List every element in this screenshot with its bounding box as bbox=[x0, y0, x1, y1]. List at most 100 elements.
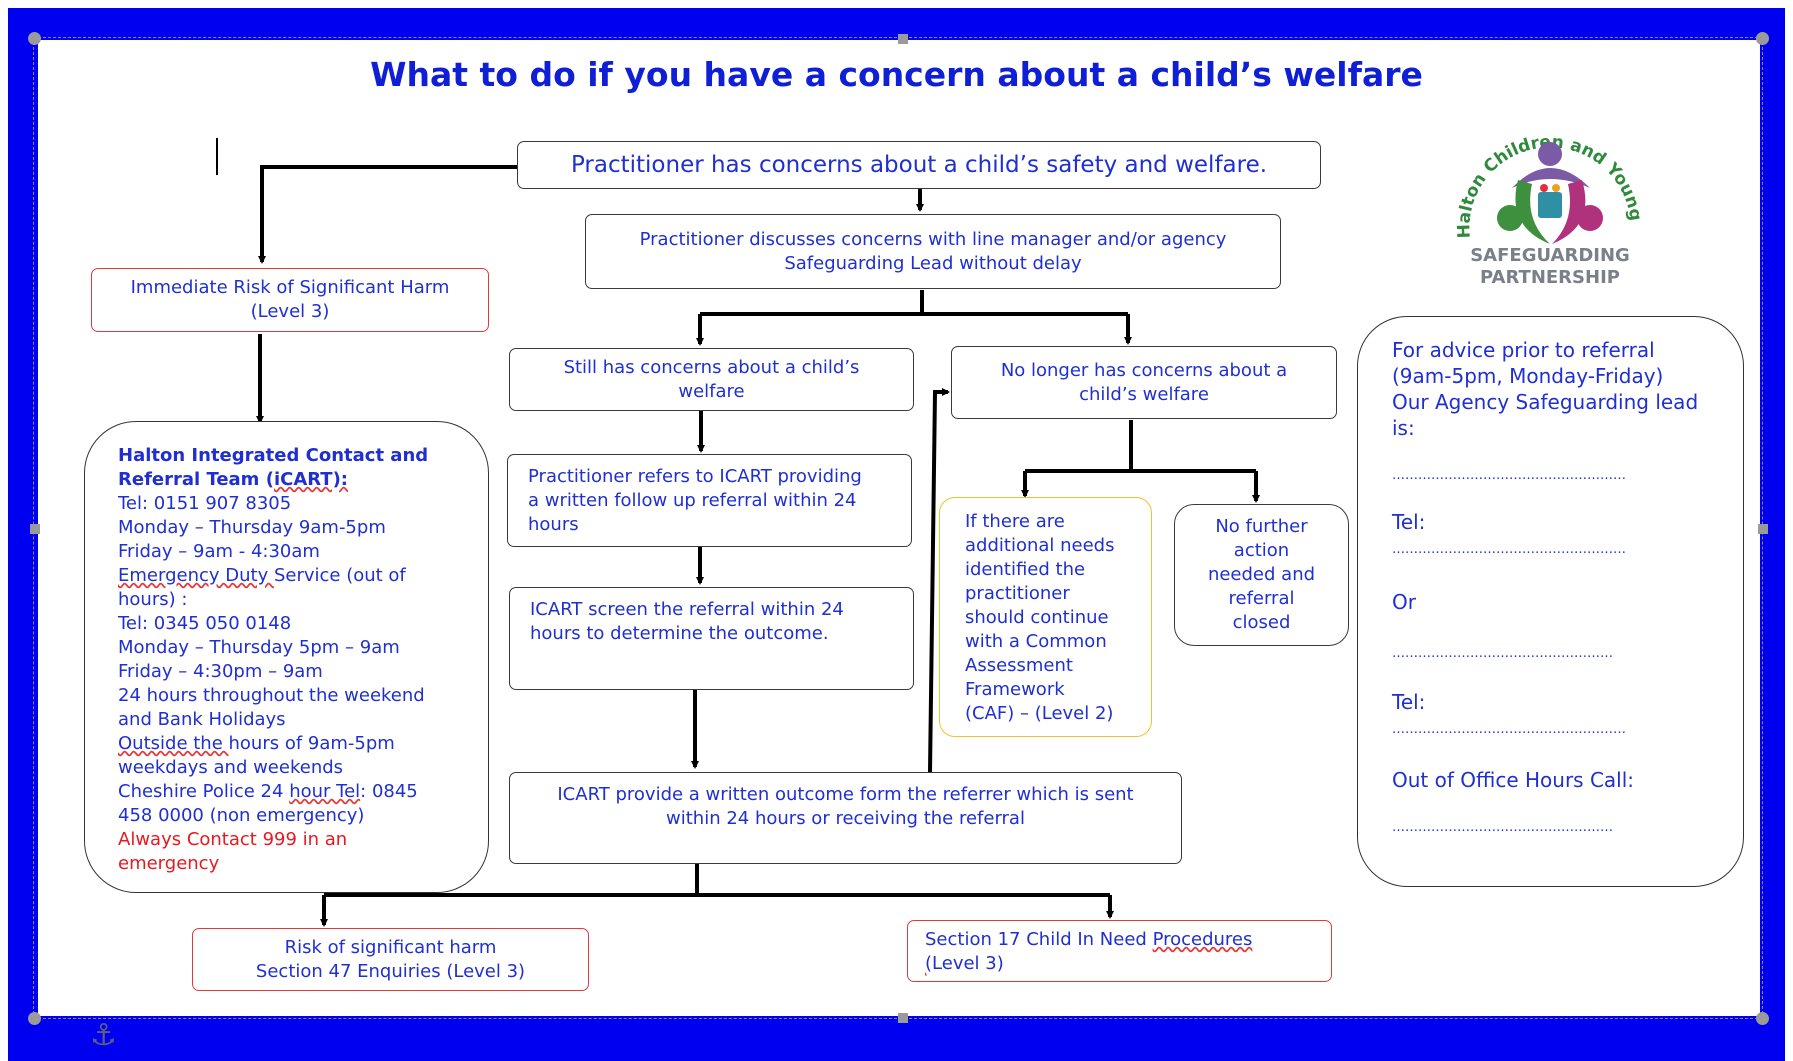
advice-box: For advice prior to referral (9am-5pm, M… bbox=[1357, 316, 1744, 887]
box-text: identified the bbox=[965, 559, 1086, 580]
screen-box: ICART screen the referral within 24 hour… bbox=[509, 587, 914, 690]
icart-line: Tel: 0345 050 0148 bbox=[118, 613, 292, 634]
arrow-to-immediate-risk bbox=[258, 165, 517, 264]
box-text: Safeguarding Lead without delay bbox=[784, 252, 1082, 274]
fill-in-line: ……………………………………………… bbox=[1392, 468, 1626, 483]
box-text: Immediate Risk of Significant Harm bbox=[130, 277, 450, 298]
box-text: referral bbox=[1228, 588, 1295, 609]
text: Cheshire Police 24 bbox=[118, 781, 290, 802]
box-text: (Level 3) bbox=[250, 301, 330, 322]
box-text: Section 17 Child In Need Procedures bbox=[925, 928, 1331, 952]
box-text: Still has concerns about a child’s bbox=[563, 356, 860, 378]
resize-handle[interactable] bbox=[1758, 524, 1768, 534]
resize-handle[interactable] bbox=[898, 1013, 908, 1023]
box-text: Practitioner refers to ICART providing bbox=[528, 466, 862, 487]
discuss-box: Practitioner discusses concerns with lin… bbox=[585, 214, 1281, 289]
advice-line: Our Agency Safeguarding lead bbox=[1392, 390, 1699, 414]
logo-graphic: Halton Children and Young People bbox=[1434, 93, 1645, 244]
refers-box: Practitioner refers to ICART providing a… bbox=[507, 454, 912, 547]
box-text: Assessment bbox=[965, 655, 1073, 676]
text: hour Tel bbox=[289, 781, 361, 802]
fill-in-line: …………………………………………… bbox=[1392, 646, 1613, 661]
text: Procedures bbox=[1152, 929, 1253, 950]
box-text: ICART screen the referral within 24 bbox=[530, 599, 844, 620]
fill-in-line: …………………………………………… bbox=[1392, 820, 1613, 835]
advice-line: (9am-5pm, Monday-Friday) bbox=[1392, 364, 1664, 388]
icart-contact-box: Halton Integrated Contact and Referral T… bbox=[84, 421, 489, 893]
advice-line: For advice prior to referral bbox=[1392, 338, 1655, 362]
icart-heading: Referral Team (iCART): bbox=[118, 468, 488, 492]
icart-line: 24 hours throughout the weekend bbox=[118, 685, 425, 706]
box-text: Risk of significant harm bbox=[284, 936, 497, 958]
text: Referral Team ( bbox=[118, 469, 274, 490]
halton-logo: Halton Children and Young People SAFEGUA… bbox=[1434, 93, 1660, 298]
resize-handle[interactable] bbox=[28, 1012, 41, 1025]
immediate-risk-box: Immediate Risk of Significant Harm (Leve… bbox=[91, 268, 489, 332]
box-text: If there are bbox=[965, 511, 1065, 532]
text: Section 17 Child In Need bbox=[925, 929, 1153, 950]
icart-line: Monday – Thursday 5pm – 9am bbox=[118, 637, 400, 658]
text: Service (out of bbox=[273, 565, 406, 586]
icart-line: and Bank Holidays bbox=[118, 709, 286, 730]
text: iCART): bbox=[273, 469, 349, 490]
icart-line: Friday – 4:30pm – 9am bbox=[118, 661, 323, 682]
section17-box: Section 17 Child In Need Procedures (Lev… bbox=[907, 920, 1332, 982]
box-text: action bbox=[1233, 540, 1290, 561]
box-text: practitioner bbox=[965, 583, 1070, 604]
box-text: needed and bbox=[1207, 564, 1316, 585]
logo-arm-purple bbox=[1512, 168, 1590, 188]
logo-text: PARTNERSHIP bbox=[1480, 267, 1620, 288]
resize-handle[interactable] bbox=[1756, 32, 1769, 45]
box-text: welfare bbox=[678, 380, 745, 402]
arrow-back-to-no-longer bbox=[928, 388, 950, 773]
fill-in-line: ……………………………………………… bbox=[1392, 542, 1626, 557]
resize-handle[interactable] bbox=[28, 32, 41, 45]
box-text: with a Common bbox=[965, 631, 1107, 652]
additional-needs-box: If there are additional needs identified… bbox=[939, 497, 1152, 737]
logo-arm-green bbox=[1515, 180, 1550, 244]
text: Level 3) bbox=[932, 953, 1004, 974]
text: hours of 9am-5pm bbox=[228, 733, 395, 754]
box-text: Practitioner discusses concerns with lin… bbox=[639, 228, 1227, 250]
box-text: (Level 3) bbox=[925, 952, 1331, 976]
arrow-split-no-longer bbox=[1025, 420, 1256, 473]
box-text: hours to determine the outcome. bbox=[530, 623, 829, 644]
box-text: within 24 hours or receiving the referra… bbox=[666, 808, 1025, 829]
text: Outside the bbox=[118, 733, 229, 754]
resize-handle[interactable] bbox=[30, 524, 40, 534]
icart-line: Friday – 9am - 4:30am bbox=[118, 541, 320, 562]
box-text: a written follow up referral within 24 bbox=[528, 490, 857, 511]
box-text: Section 47 Enquiries (Level 3) bbox=[255, 960, 526, 982]
icart-line: Emergency Duty Service (out of bbox=[118, 564, 488, 588]
advice-line: Out of Office Hours Call: bbox=[1392, 768, 1635, 792]
box-text: No longer has concerns about a bbox=[1000, 359, 1288, 381]
anchor-icon[interactable]: ⚓ bbox=[90, 1018, 117, 1053]
outcome-box: ICART provide a written outcome form the… bbox=[509, 772, 1182, 864]
icart-line: 458 0000 (non emergency) bbox=[118, 805, 365, 826]
box-text: closed bbox=[1232, 612, 1291, 633]
logo-head-purple bbox=[1538, 142, 1562, 166]
logo-family-icon bbox=[1538, 192, 1562, 218]
icart-line: Outside the hours of 9am-5pm bbox=[118, 732, 488, 756]
icart-line: weekdays and weekends bbox=[118, 757, 344, 778]
resize-handle[interactable] bbox=[1756, 1012, 1769, 1025]
icart-line: Tel: 0151 907 8305 bbox=[118, 493, 292, 514]
practitioner-concerns-box: Practitioner has concerns about a child’… bbox=[517, 141, 1321, 189]
box-text: should continue bbox=[965, 607, 1109, 628]
logo-head-green bbox=[1497, 205, 1523, 231]
box-text: Practitioner has concerns about a child’… bbox=[570, 152, 1268, 178]
icart-line: hours) : bbox=[118, 589, 188, 610]
icart-heading: Halton Integrated Contact and bbox=[118, 445, 429, 466]
box-text: No further bbox=[1215, 516, 1308, 537]
text: ( bbox=[925, 953, 933, 974]
box-text: hours bbox=[528, 514, 579, 535]
box-text: additional needs bbox=[965, 535, 1115, 556]
arrow-split-top bbox=[700, 290, 1128, 316]
text: Emergency Duty bbox=[118, 565, 274, 586]
icart-line: Always Contact 999 in an bbox=[118, 829, 348, 850]
resize-handle[interactable] bbox=[898, 34, 908, 44]
fill-in-line: ……………………………………………… bbox=[1392, 722, 1626, 737]
page-title: What to do if you have a concern about a… bbox=[370, 55, 1423, 94]
advice-line: is: bbox=[1392, 416, 1415, 440]
